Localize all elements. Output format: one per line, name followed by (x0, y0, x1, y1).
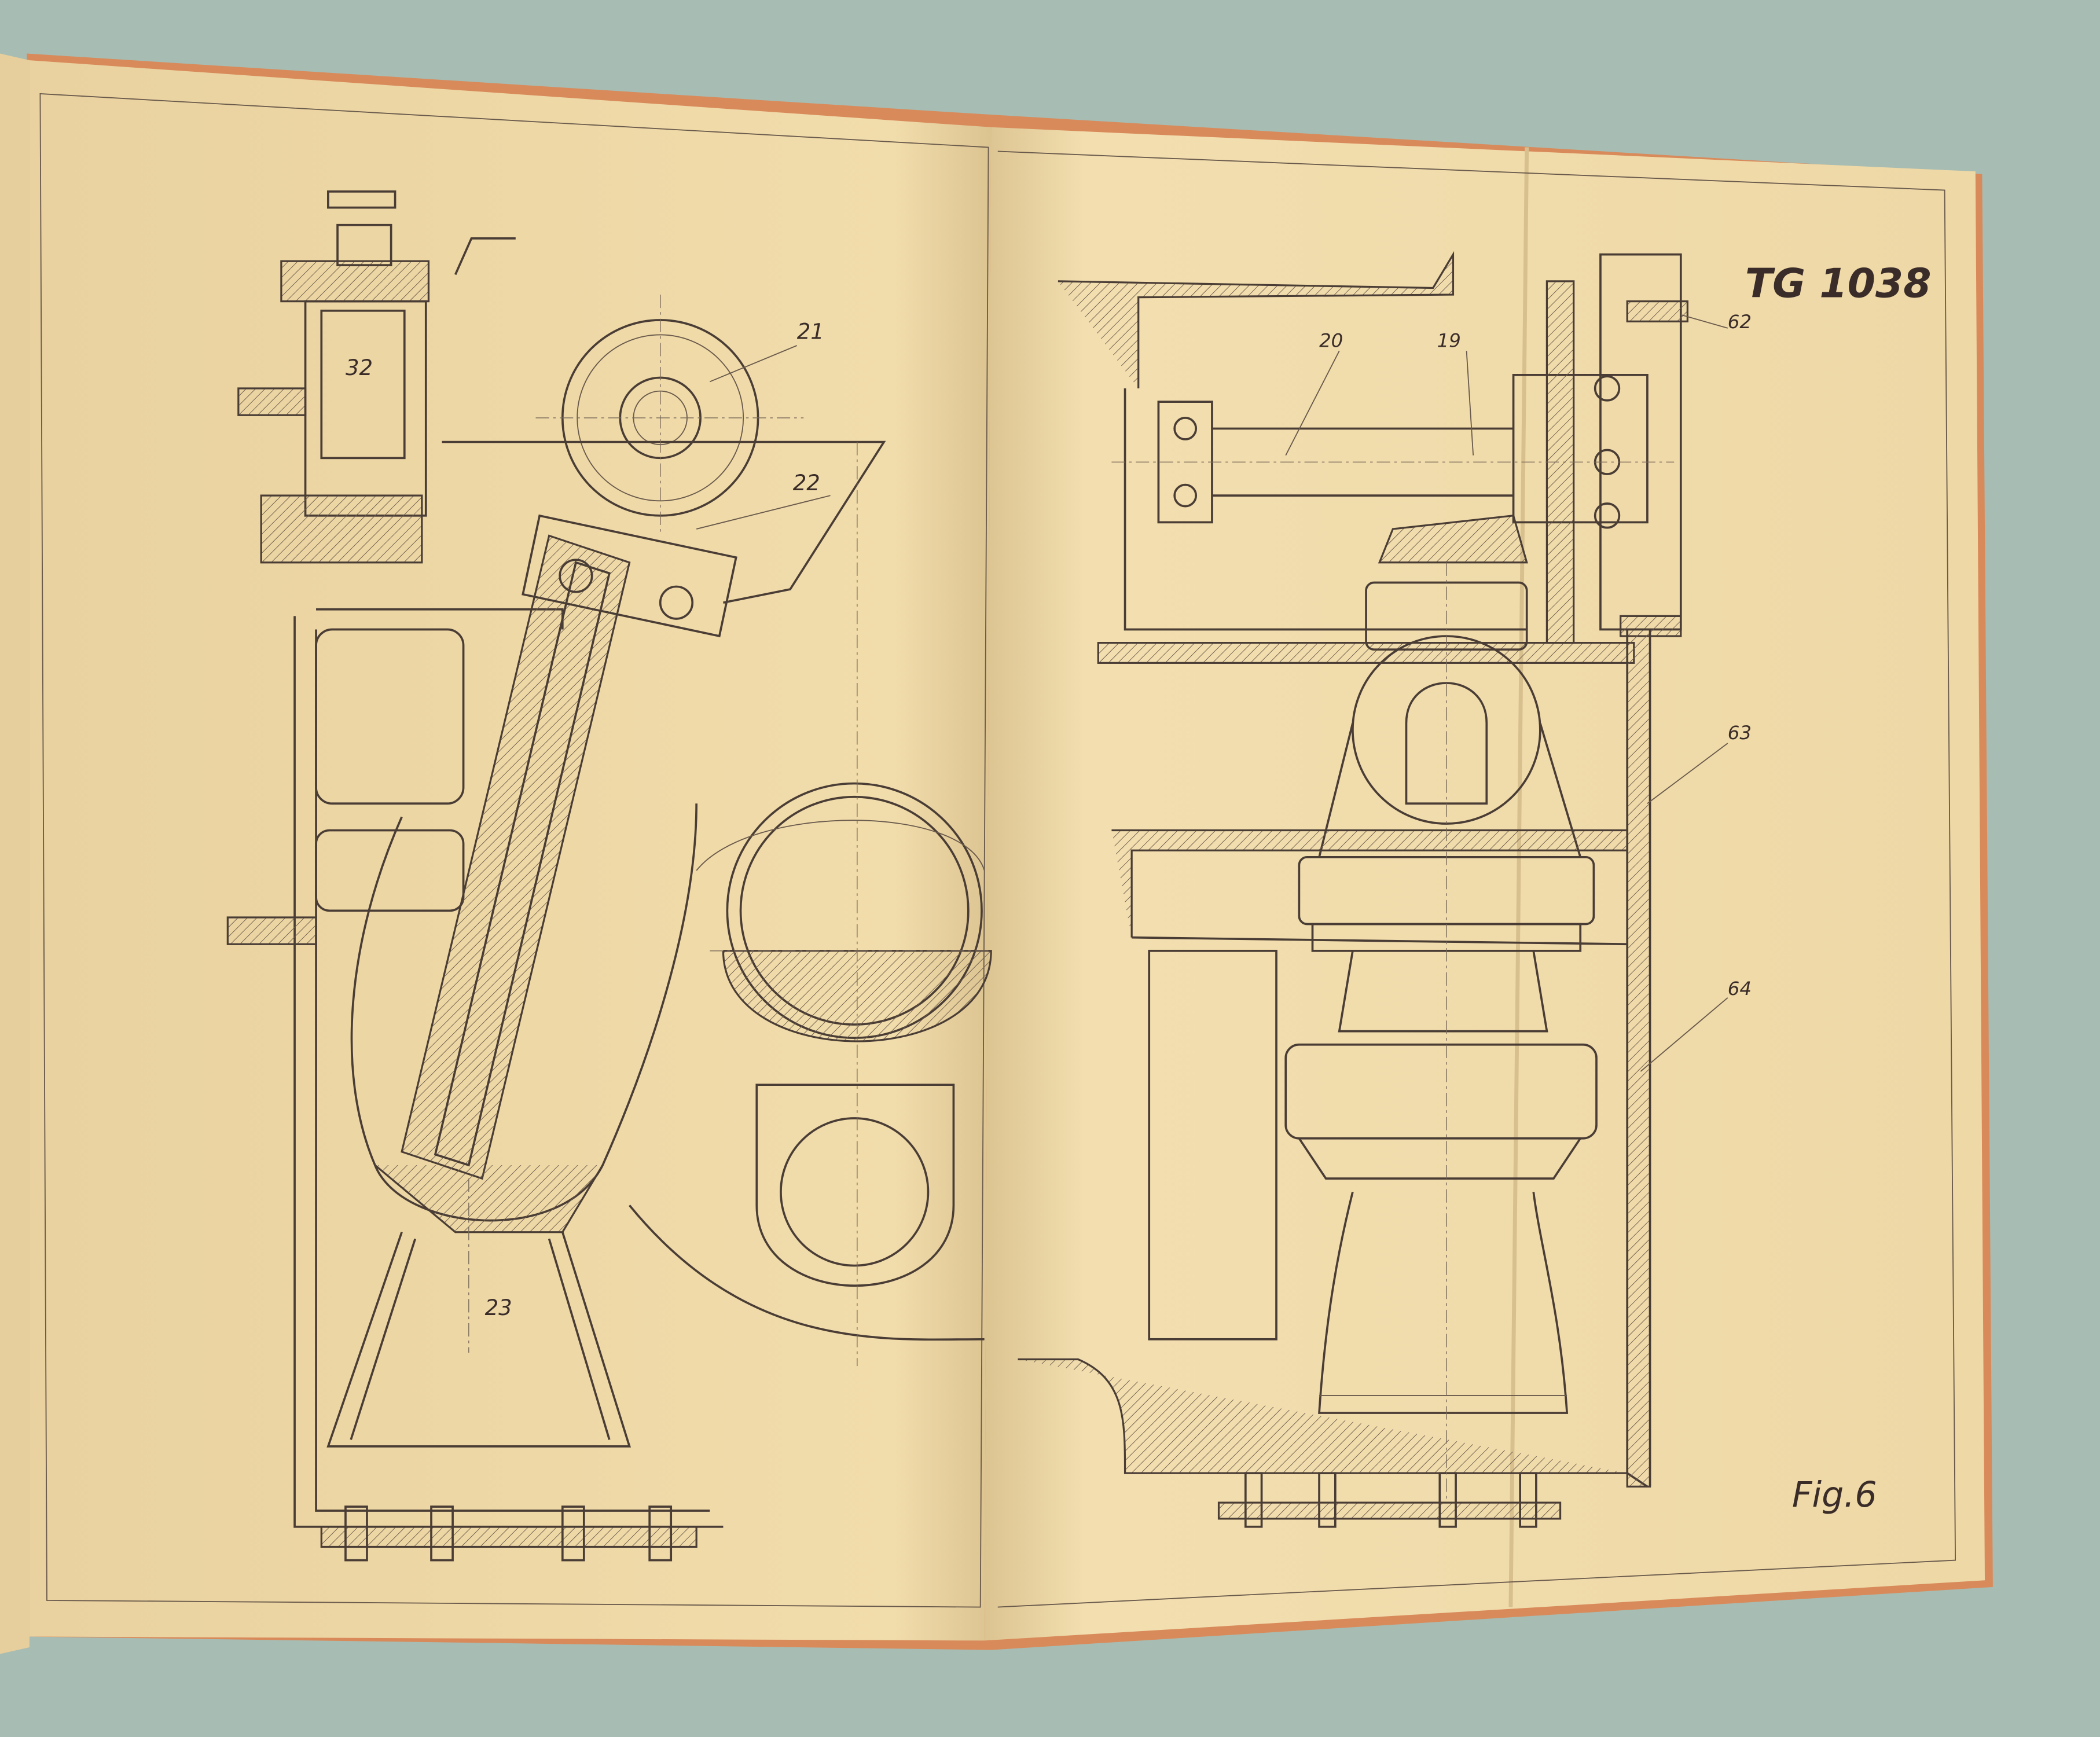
part-label-62: 62 (1728, 311, 1752, 333)
part-label-32: 32 (346, 355, 373, 380)
part-label-23: 23 (485, 1295, 512, 1320)
fold-crease (1508, 147, 1529, 1607)
right-page (984, 127, 1985, 1641)
drawing-number: TG 1038 (1745, 261, 1932, 307)
page-stack-edge (0, 53, 30, 1654)
right-section-drawing (1018, 251, 1728, 1528)
part-label-21: 21 (797, 319, 824, 344)
part-label-19: 19 (1437, 329, 1461, 351)
part-label-63: 63 (1728, 722, 1752, 744)
part-label-20: 20 (1319, 329, 1343, 351)
part-label-22: 22 (793, 471, 820, 495)
left-section-drawing (226, 190, 992, 1562)
figure-caption: Fig.6 (1792, 1475, 1877, 1515)
left-page-border (39, 93, 989, 1608)
part-label-64: 64 (1728, 978, 1752, 1000)
right-page-border (997, 150, 1956, 1608)
